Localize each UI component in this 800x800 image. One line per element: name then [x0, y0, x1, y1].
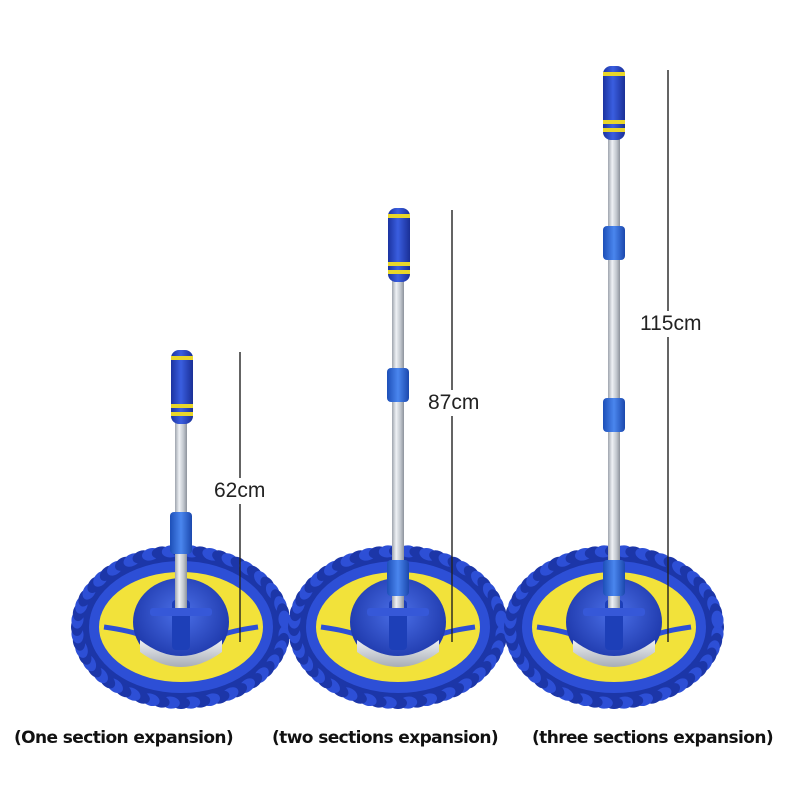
joint-connector: [603, 398, 625, 432]
handle-grip: [603, 66, 625, 140]
joint-connector: [603, 560, 625, 596]
caption-two-sections: (two sections expansion): [272, 728, 499, 748]
mop-head: [288, 545, 508, 709]
length-label-one: 62cm: [212, 478, 268, 504]
mop-one-section: [71, 350, 291, 709]
joint-connector: [387, 560, 409, 596]
caption-three-sections: (three sections expansion): [532, 728, 774, 748]
handle-grip: [171, 350, 193, 424]
handle-grip: [388, 208, 410, 282]
mop-head: [71, 545, 291, 709]
mop-head: [504, 545, 724, 709]
mop-two-sections: [288, 208, 508, 709]
caption-one-section: (One section expansion): [14, 728, 234, 748]
joint-connector: [170, 512, 192, 554]
mop-three-sections: [504, 66, 724, 709]
length-label-three: 115cm: [638, 311, 704, 337]
joint-connector: [603, 226, 625, 260]
joint-connector: [387, 368, 409, 402]
length-label-two: 87cm: [426, 390, 482, 416]
